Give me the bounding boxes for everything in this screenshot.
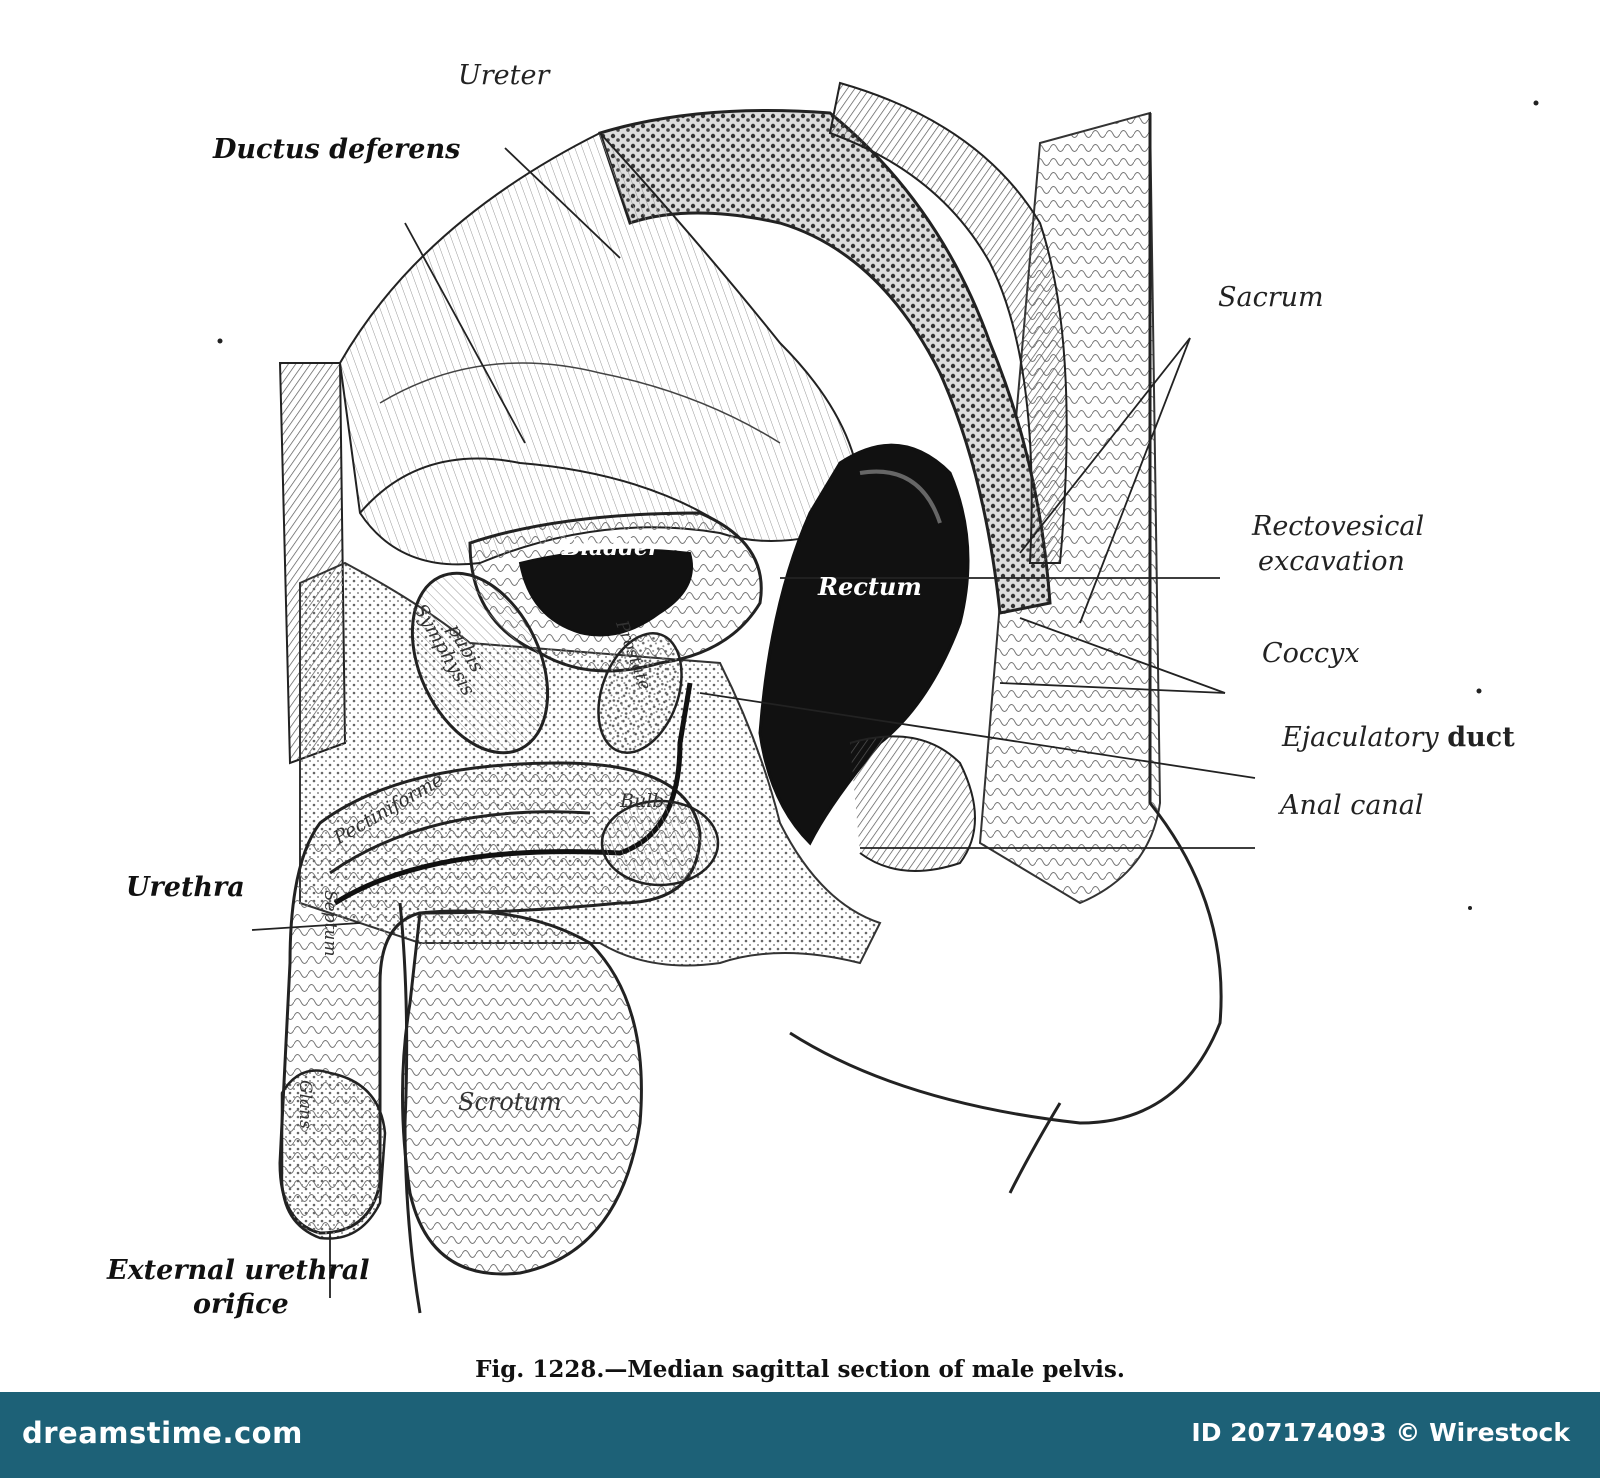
label-rectum: Rectum [818,572,922,601]
label-ejaculatory-word: Ejaculatory [1282,722,1439,753]
footer-logo: dreamstime.com [22,1416,303,1450]
prostate [597,632,683,754]
sacral-soft-tissue [978,111,1162,905]
leader-lines [251,147,1256,1298]
sacrum-band [598,109,1052,615]
label-external-urethral: External urethral [107,1255,370,1286]
label-ductus-deferens: Ductus deferens [213,134,461,165]
footer-image-id: ID 207174093 © Wirestock [1191,1418,1570,1447]
label-rectovesical: Rectovesical [1252,511,1425,542]
bulb [600,799,720,887]
watermark-footer: dreamstime.com ID 207174093 © Wirestock [0,1392,1600,1478]
label-bulb: Bulb [620,790,665,812]
label-glans: Glans [295,1080,315,1129]
glans [280,1069,387,1240]
label-sacrum: Sacrum [1218,282,1324,313]
posterior-muscle [828,81,1068,564]
label-urethra: Urethra [126,872,245,903]
symphysis-pubis [410,571,550,755]
bladder-lumen [518,548,693,637]
label-scrotum: Scrotum [458,1088,562,1116]
label-coccyx: Coccyx [1262,638,1360,669]
label-duct-word: duct [1447,722,1515,753]
label-bladder: Bladder [562,535,660,561]
label-anal-canal: Anal canal [1280,790,1424,821]
urethra-tube [333,682,693,906]
label-excavation: excavation [1258,546,1405,577]
label-ejaculatory: Ejaculatory duct [1282,722,1515,753]
label-septum: Septum [320,890,340,957]
label-ureter: Ureter [458,60,550,91]
label-orifice: orifice [193,1289,289,1320]
figure-caption: Fig. 1228.—Median sagittal section of ma… [475,1356,1125,1383]
buttock-outline [789,113,1223,1125]
